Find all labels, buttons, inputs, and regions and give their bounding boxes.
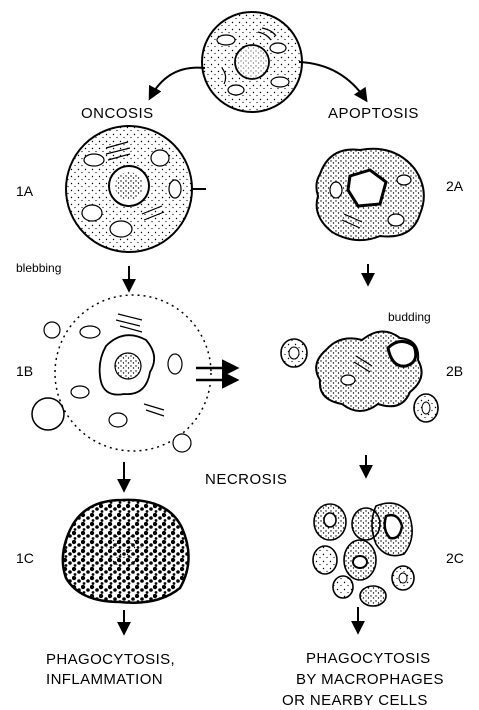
cell-1a — [66, 126, 206, 252]
arrow-to-apoptosis — [299, 62, 366, 100]
stage-label-1a: 1A — [16, 183, 34, 199]
cell-2c-apoptotic-bodies — [313, 503, 414, 606]
necrosis-label: NECROSIS — [205, 471, 287, 488]
cell-2b — [281, 331, 438, 422]
cell-1c — [63, 500, 189, 603]
oncosis-heading: ONCOSIS — [81, 105, 154, 122]
oncosis-outcome-line-2: INFLAMMATION — [46, 671, 163, 688]
blebbing-label: blebbing — [16, 261, 61, 275]
budding-label: budding — [388, 310, 431, 324]
cell-2a — [316, 149, 423, 240]
stage-label-1c: 1C — [16, 550, 34, 566]
normal-cell — [202, 12, 302, 112]
arrow-to-oncosis — [150, 68, 205, 98]
cell-1b — [32, 295, 236, 452]
stage-label-1b: 1B — [16, 363, 33, 379]
apoptosis-heading: APOPTOSIS — [328, 105, 419, 122]
apoptosis-outcome-line-3: OR NEARBY CELLS — [282, 692, 428, 709]
apoptosis-outcome-line-1: PHAGOCYTOSIS — [306, 650, 431, 667]
apoptosis-outcome-line-2: BY MACROPHAGES — [296, 671, 444, 688]
oncosis-outcome-line-1: PHAGOCYTOSIS, — [46, 651, 175, 668]
stage-label-2c: 2C — [446, 550, 464, 566]
stage-label-2b: 2B — [446, 363, 463, 379]
stage-label-2a: 2A — [446, 178, 464, 194]
